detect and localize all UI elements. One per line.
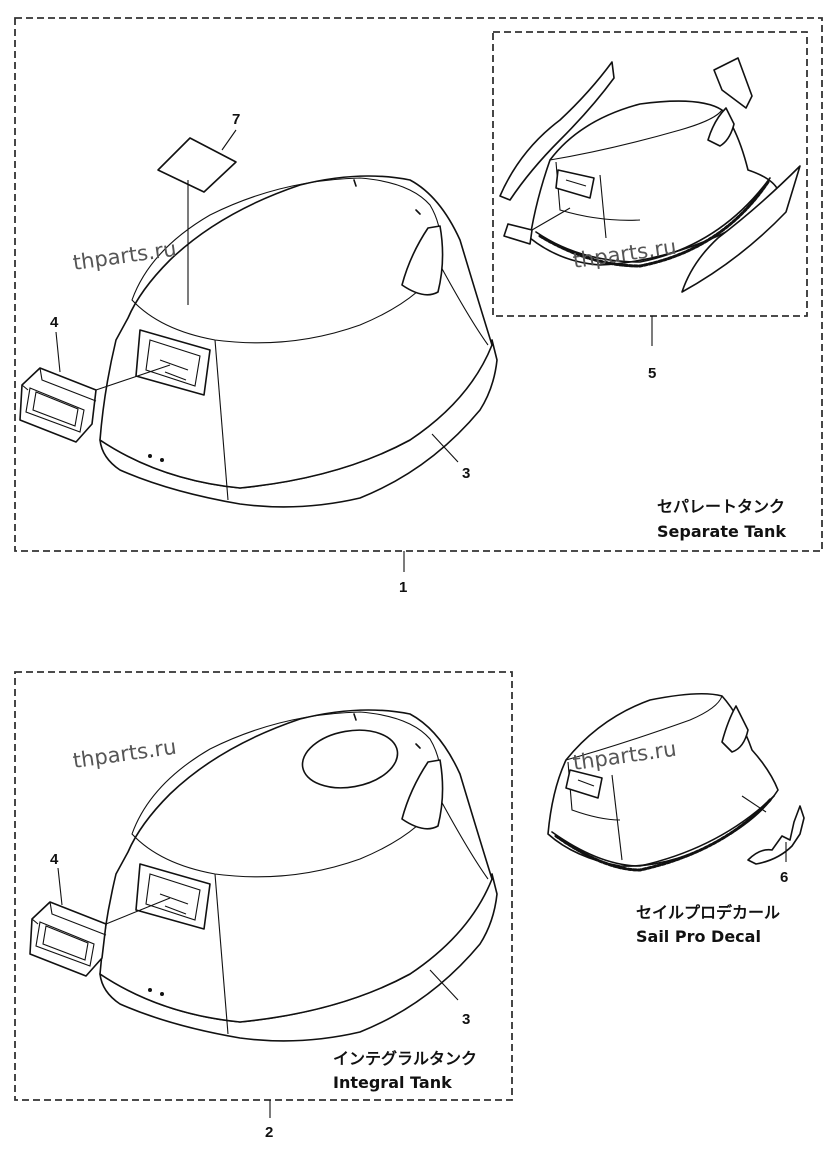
callout-5: 5 — [648, 365, 656, 382]
integral-tank-label-en: Integral Tank — [333, 1073, 452, 1092]
integral-tank-group-border — [14, 671, 513, 1101]
grommet-bottom — [29, 901, 107, 977]
callout-4-bottom: 4 — [50, 851, 59, 868]
callout-7: 7 — [232, 111, 240, 128]
grommet-top — [19, 367, 97, 443]
separate-tank-label-jp: セパレートタンク — [657, 497, 785, 516]
decal-set-5-illustration — [499, 57, 801, 293]
callout-2: 2 — [265, 1124, 273, 1141]
callout-6: 6 — [780, 869, 788, 886]
integral-tank-label-jp: インテグラルタンク — [333, 1049, 477, 1068]
decal-7 — [157, 129, 237, 305]
callout-1: 1 — [399, 579, 407, 596]
callout-4-top: 4 — [50, 314, 59, 331]
top-cowling-separate-tank — [99, 175, 498, 508]
sail-pro-decal-label-jp: セイルプロデカール — [636, 903, 780, 922]
separate-tank-group-border — [14, 17, 823, 552]
top-cowling-integral-tank — [99, 709, 498, 1042]
sail-pro-decal-illustration — [547, 692, 805, 872]
callout-3-bottom: 3 — [462, 1011, 470, 1028]
sail-pro-decal-label-en: Sail Pro Decal — [636, 927, 761, 946]
separate-tank-label-en: Separate Tank — [657, 522, 786, 541]
watermark-3: thparts.ru — [71, 735, 177, 773]
callout-3-top: 3 — [462, 465, 470, 482]
separate-tank-decal-group-border — [492, 31, 808, 317]
